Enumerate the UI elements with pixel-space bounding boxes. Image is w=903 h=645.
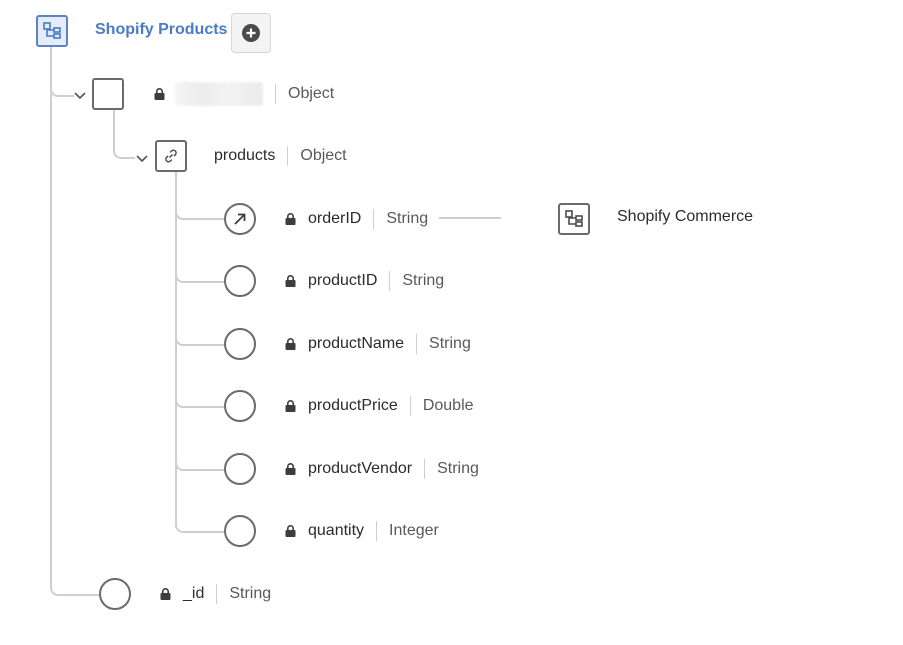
field-row[interactable]: productPrice Double [308,394,474,418]
field-row[interactable]: productName String [308,332,471,356]
field-type: Double [422,397,474,414]
field-node[interactable] [224,453,256,485]
lock-icon [160,588,171,600]
field-type: String [437,460,479,477]
divider [409,396,411,416]
divider [416,334,418,354]
field-row[interactable]: productID String [308,269,444,293]
field-name: products [214,147,276,164]
field-node[interactable] [224,265,256,297]
field-node[interactable] [224,515,256,547]
connector-line [50,45,74,97]
id-field-row[interactable]: _id String [183,582,271,606]
relationship-line [439,217,501,219]
connector-line [113,108,135,159]
field-type: String [229,585,272,602]
connector-line [50,575,102,596]
schema-tree-icon[interactable] [36,15,68,47]
divider [287,146,289,166]
divider [376,521,378,541]
field-row[interactable]: quantity Integer [308,519,439,543]
field-name: productPrice [308,397,398,414]
field-row[interactable]: orderID String [308,207,428,231]
lock-icon [285,338,296,350]
divider [424,459,426,479]
lock-icon [285,463,296,475]
lock-icon [285,275,296,287]
field-name: productVendor [308,460,413,477]
root-object-row[interactable]: Object [263,82,334,106]
field-name: productID [308,272,378,289]
field-type: String [429,335,471,352]
schema-title[interactable]: Shopify Products [95,21,228,38]
divider [275,84,276,104]
connector-line [175,510,227,533]
lock-icon [285,525,296,537]
field-name: orderID [308,210,362,227]
lock-icon [285,400,296,412]
field-name: productName [308,335,405,352]
divider [389,271,391,291]
lock-icon [154,88,165,100]
connector-line [175,171,177,521]
field-name: quantity [308,522,365,539]
products-row[interactable]: products Object [214,144,347,168]
divider [216,584,218,604]
field-type: Integer [389,522,439,539]
connector-line [175,260,227,283]
products-node[interactable] [155,140,187,172]
add-field-button[interactable] [231,13,271,53]
relationship-target[interactable]: Shopify Commerce [617,208,754,225]
redacted-field-name [175,82,263,106]
field-name: _id [183,585,205,602]
field-node[interactable] [99,578,131,610]
field-node[interactable] [224,328,256,360]
plus-circle-icon [242,24,260,42]
chevron-down-icon[interactable] [135,152,149,166]
divider [373,209,375,229]
object-node[interactable] [92,78,124,110]
connector-line [175,323,227,346]
field-type: String [386,210,429,227]
field-type: Object [300,147,347,164]
connector-line [175,385,227,408]
connector-line [175,198,227,220]
chevron-down-icon[interactable] [73,89,87,103]
schema-tree-icon[interactable] [558,203,590,235]
connector-line [50,45,52,585]
lock-icon [285,213,296,225]
field-row[interactable]: productVendor String [308,457,479,481]
arrow-up-right-icon [234,213,246,225]
connector-line [175,448,227,471]
link-icon [165,149,177,163]
field-node[interactable] [224,390,256,422]
field-type: Object [288,85,335,102]
relationship-field-node[interactable] [224,203,256,235]
field-type: String [402,272,445,289]
